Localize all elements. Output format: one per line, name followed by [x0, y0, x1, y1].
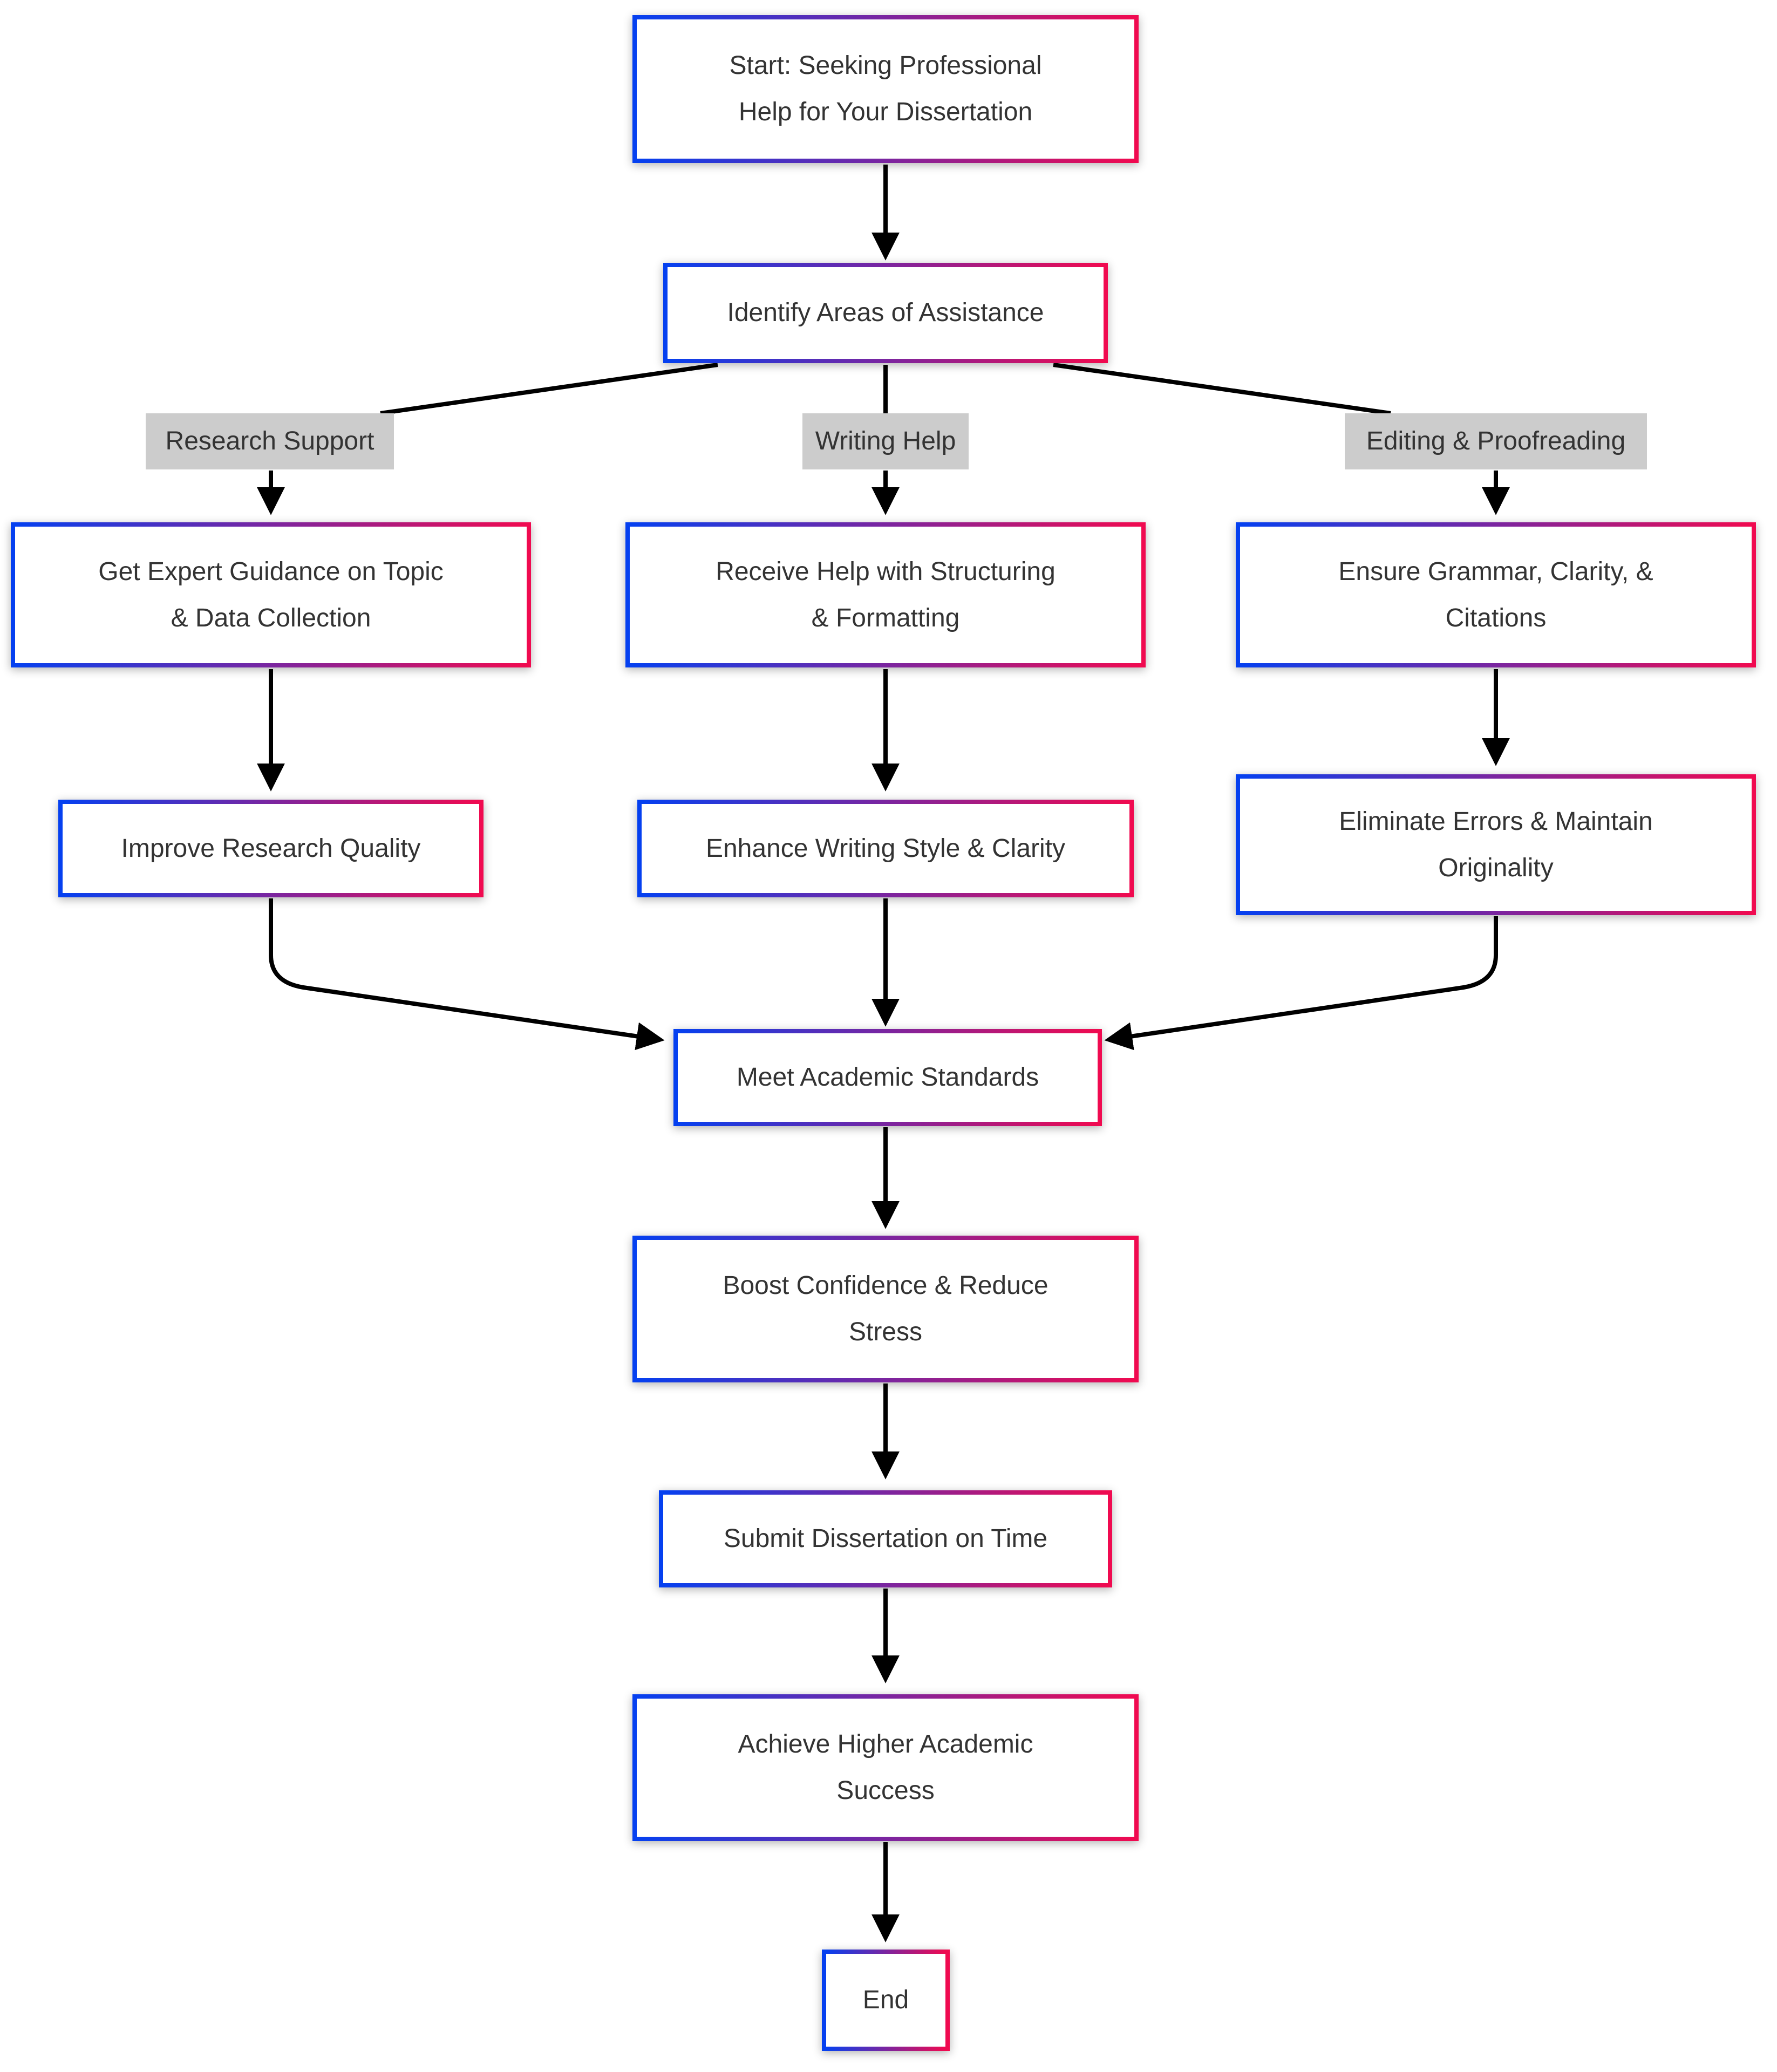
node-meet-academic-standards: Meet Academic Standards — [673, 1029, 1102, 1126]
node-meet-academic-standards-label: Meet Academic Standards — [736, 1063, 1039, 1092]
node-get-expert-guidance-label: Get Expert Guidance on Topic & Data Coll… — [98, 557, 444, 632]
node-get-expert-guidance: Get Expert Guidance on Topic & Data Coll… — [11, 522, 531, 667]
node-receive-help-structuring: Receive Help with Structuring & Formatti… — [625, 522, 1146, 667]
node-identify-areas: Identify Areas of Assistance — [663, 263, 1108, 363]
edge-identify-research — [380, 363, 718, 415]
node-start-label: Start: Seeking Professional Help for You… — [729, 51, 1042, 126]
edge-identify-editing — [1053, 363, 1391, 415]
node-end-label: End — [862, 1986, 909, 2014]
node-boost-confidence-label: Boost Confidence & Reduce Stress — [723, 1271, 1049, 1346]
edge-label-editing-proofreading-text: Editing & Proofreading — [1366, 427, 1626, 455]
node-achieve-academic-success: Achieve Higher Academic Success — [632, 1694, 1139, 1841]
node-submit-dissertation-label: Submit Dissertation on Time — [723, 1524, 1048, 1553]
edge-label-research-support: Research Support — [146, 413, 394, 469]
node-improve-research-quality: Improve Research Quality — [58, 800, 484, 897]
node-end: End — [822, 1950, 950, 2051]
edge-label-research-support-text: Research Support — [165, 427, 375, 455]
node-achieve-academic-success-label: Achieve Higher Academic Success — [738, 1730, 1033, 1805]
node-receive-help-structuring-label: Receive Help with Structuring & Formatti… — [716, 557, 1056, 632]
edge-label-writing-help-text: Writing Help — [815, 427, 956, 455]
edge-label-writing-help: Writing Help — [802, 413, 969, 469]
node-ensure-grammar: Ensure Grammar, Clarity, & Citations — [1236, 522, 1756, 667]
node-start: Start: Seeking Professional Help for You… — [632, 15, 1139, 163]
edge-eliminate-meet — [1104, 916, 1498, 1051]
node-submit-dissertation: Submit Dissertation on Time — [659, 1490, 1112, 1587]
node-identify-areas-label: Identify Areas of Assistance — [727, 298, 1044, 327]
node-enhance-writing-style: Enhance Writing Style & Clarity — [637, 800, 1134, 897]
node-eliminate-errors: Eliminate Errors & Maintain Originality — [1236, 774, 1756, 915]
node-eliminate-errors-label: Eliminate Errors & Maintain Originality — [1339, 807, 1653, 882]
node-improve-research-quality-label: Improve Research Quality — [121, 834, 421, 863]
node-boost-confidence: Boost Confidence & Reduce Stress — [632, 1236, 1139, 1382]
node-ensure-grammar-label: Ensure Grammar, Clarity, & Citations — [1338, 557, 1653, 632]
edge-label-editing-proofreading: Editing & Proofreading — [1345, 413, 1647, 469]
node-enhance-writing-style-label: Enhance Writing Style & Clarity — [705, 834, 1066, 863]
edge-improve-meet — [269, 898, 665, 1051]
